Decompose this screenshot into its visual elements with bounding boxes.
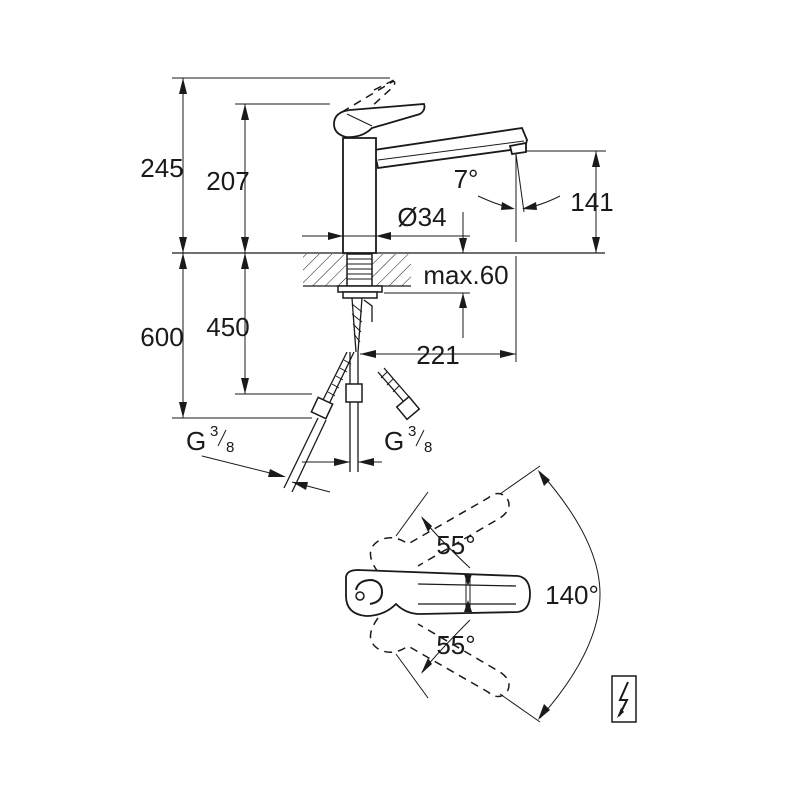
countertop-section: max.60 (303, 253, 509, 338)
dim-600-label: 600 (140, 322, 183, 352)
g-right-numerator: 3 (408, 423, 416, 440)
dimension-245: 245 (140, 78, 187, 253)
dimension-450: 450 (206, 253, 250, 394)
dimension-600: 600 (140, 253, 187, 418)
upper-angle-label: 55° (436, 530, 475, 560)
lightning-icon (611, 675, 637, 723)
dimension-diameter: Ø34 (302, 202, 470, 253)
angle-7: 7° (454, 153, 561, 242)
connection-left: G 3 8 (186, 423, 331, 493)
faucet-body (333, 79, 528, 254)
dimension-141: 141 (570, 151, 614, 253)
connection-right: G 3 8 (302, 423, 432, 466)
angle-7-label: 7° (454, 164, 479, 194)
dimension-221: 221 (360, 256, 517, 370)
dim-207-label: 207 (206, 166, 249, 196)
dim-diameter-label: Ø34 (397, 202, 446, 232)
dim-141-label: 141 (570, 187, 613, 217)
dim-245-label: 245 (140, 153, 183, 183)
g-right-denominator: 8 (424, 439, 432, 456)
max-60-label: max.60 (423, 260, 508, 290)
dim-221-label: 221 (416, 340, 459, 370)
total-angle-label: 140° (545, 580, 599, 610)
dim-450-label: 450 (206, 312, 249, 342)
top-view: 55° 55° 140° (345, 465, 601, 723)
dimension-207: 207 (206, 104, 250, 253)
reference-lines (172, 77, 606, 419)
hoses (283, 297, 421, 493)
g-right-letter: G (384, 426, 404, 456)
g-left-letter: G (186, 426, 206, 456)
g-left-numerator: 3 (210, 423, 218, 440)
lower-angle-label: 55° (436, 630, 475, 660)
g-left-denominator: 8 (226, 439, 234, 456)
